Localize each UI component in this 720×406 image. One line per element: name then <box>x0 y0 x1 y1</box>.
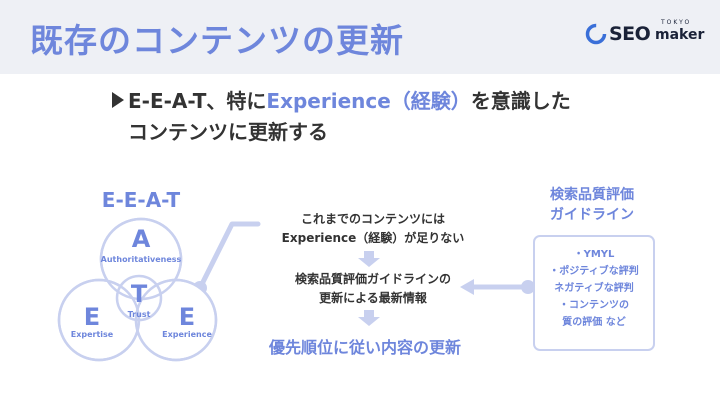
label-expertise: Expertise <box>70 330 114 339</box>
guideline-item: ネガティブな評判 <box>554 283 634 294</box>
step2-line-1: 検索品質評価ガイドラインの <box>294 272 451 286</box>
logo-maker-text: maker <box>655 27 705 43</box>
lead-text: E-E-A-T、特にExperience（経験）を意識した コンテンツに更新する <box>112 86 571 148</box>
letter-a: A <box>131 225 151 253</box>
triangle-bullet-icon <box>112 92 124 108</box>
logo-ring-icon <box>585 23 607 45</box>
guideline-item: ・YMYL <box>573 249 615 260</box>
left-arrowhead <box>460 279 474 295</box>
guideline-list: ・YMYL ・ポジティブな評判 ネガティブな評判 ・コンテンツの 質の評価 など <box>535 246 653 331</box>
step2-line-2: 更新による最新情報 <box>319 291 427 305</box>
guideline-item: ・ポジティブな評判 <box>549 266 639 277</box>
step1-line-2: Experience（経験）が足りない <box>281 231 465 245</box>
letter-e-expertise: E <box>83 303 101 331</box>
lead-suffix: を意識した <box>470 89 571 113</box>
step1-line-1: これまでのコンテンツには <box>300 212 445 226</box>
label-experience: Experience <box>162 330 212 339</box>
logo-tokyo-text: TOKYO <box>661 19 692 26</box>
logo-seo-text: SEO <box>609 23 651 45</box>
letter-t: T <box>130 280 148 308</box>
lead-line-1: E-E-A-T、特にExperience（経験）を意識した <box>128 86 571 117</box>
flow-step-2: 検索品質評価ガイドラインの 更新による最新情報 <box>258 270 488 308</box>
flow-step-1: これまでのコンテンツには Experience（経験）が足りない <box>258 210 488 248</box>
flow-step-3: 優先順位に従い内容の更新 <box>268 338 461 357</box>
label-authoritativeness: Authoritativeness <box>100 255 182 264</box>
header-band <box>0 0 720 74</box>
guideline-box <box>533 235 655 351</box>
guideline-title: 検索品質評価 ガイドライン <box>530 185 654 225</box>
label-trust: Trust <box>127 310 151 319</box>
down-arrow-1 <box>358 251 380 267</box>
lead-highlight: Experience（経験） <box>266 89 471 113</box>
letter-e-experience: E <box>178 303 196 331</box>
brand-logo: SEO TOKYO maker <box>585 19 704 48</box>
lead-line-2: コンテンツに更新する <box>128 120 328 144</box>
lead-prefix: E-E-A-T、特に <box>128 89 267 113</box>
down-arrow-2 <box>358 310 380 326</box>
connector-dot-right <box>521 280 535 294</box>
guideline-item: ・コンテンツの <box>559 300 629 311</box>
connector-eeat-to-step1 <box>197 221 261 291</box>
guideline-title-line-2: ガイドライン <box>550 207 634 223</box>
page-title: 既存のコンテンツの更新 <box>30 21 404 60</box>
guideline-item: 質の評価 など <box>562 317 626 328</box>
guideline-title-line-1: 検索品質評価 <box>550 187 634 203</box>
eeat-title: E-E-A-T <box>101 188 181 212</box>
